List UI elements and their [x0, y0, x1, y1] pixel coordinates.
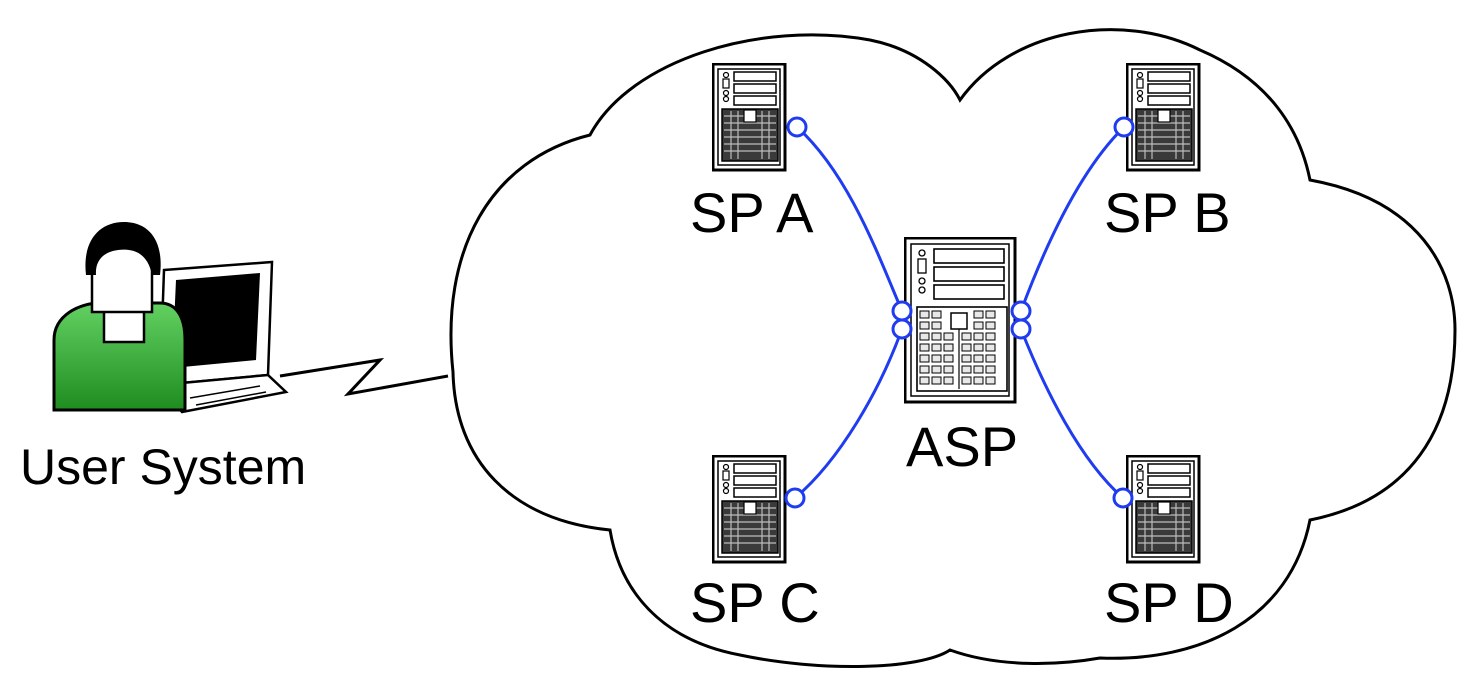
server-sp-c: SP C	[690, 455, 820, 634]
link-asp-sp-d	[1019, 328, 1124, 500]
server-label: SP A	[690, 181, 814, 244]
user-system: User System	[20, 222, 306, 495]
user-label: User System	[20, 439, 306, 495]
port-connector	[891, 318, 913, 340]
server-asp: ASP	[891, 237, 1032, 478]
server-tower-icon	[1126, 63, 1201, 172]
server-sp-b: SP B	[1104, 63, 1231, 244]
link-asp-sp-b	[1019, 125, 1126, 312]
port-connector	[891, 300, 913, 322]
server-sp-d: SP D	[1104, 455, 1234, 634]
wireless-link	[279, 357, 449, 397]
service-links	[794, 125, 1126, 500]
link-asp-sp-a	[795, 125, 904, 312]
server-label: SP B	[1104, 181, 1231, 244]
server-tower-icon	[712, 455, 787, 564]
link-asp-sp-c	[794, 328, 904, 500]
port-connector	[1113, 116, 1135, 138]
user-with-laptop-icon	[52, 222, 289, 414]
server-label: SP C	[690, 571, 820, 634]
server-label: ASP	[906, 415, 1018, 478]
port-connector	[786, 116, 808, 138]
port-connector	[1112, 487, 1134, 509]
server-label: SP D	[1104, 571, 1234, 634]
port-connector	[1010, 318, 1032, 340]
server-tower-icon	[712, 63, 787, 172]
port-connector	[1010, 300, 1032, 322]
server-tower-icon	[1126, 455, 1201, 564]
port-connector	[784, 487, 806, 509]
server-sp-a: SP A	[690, 63, 814, 244]
server-tower-icon	[904, 237, 1017, 404]
